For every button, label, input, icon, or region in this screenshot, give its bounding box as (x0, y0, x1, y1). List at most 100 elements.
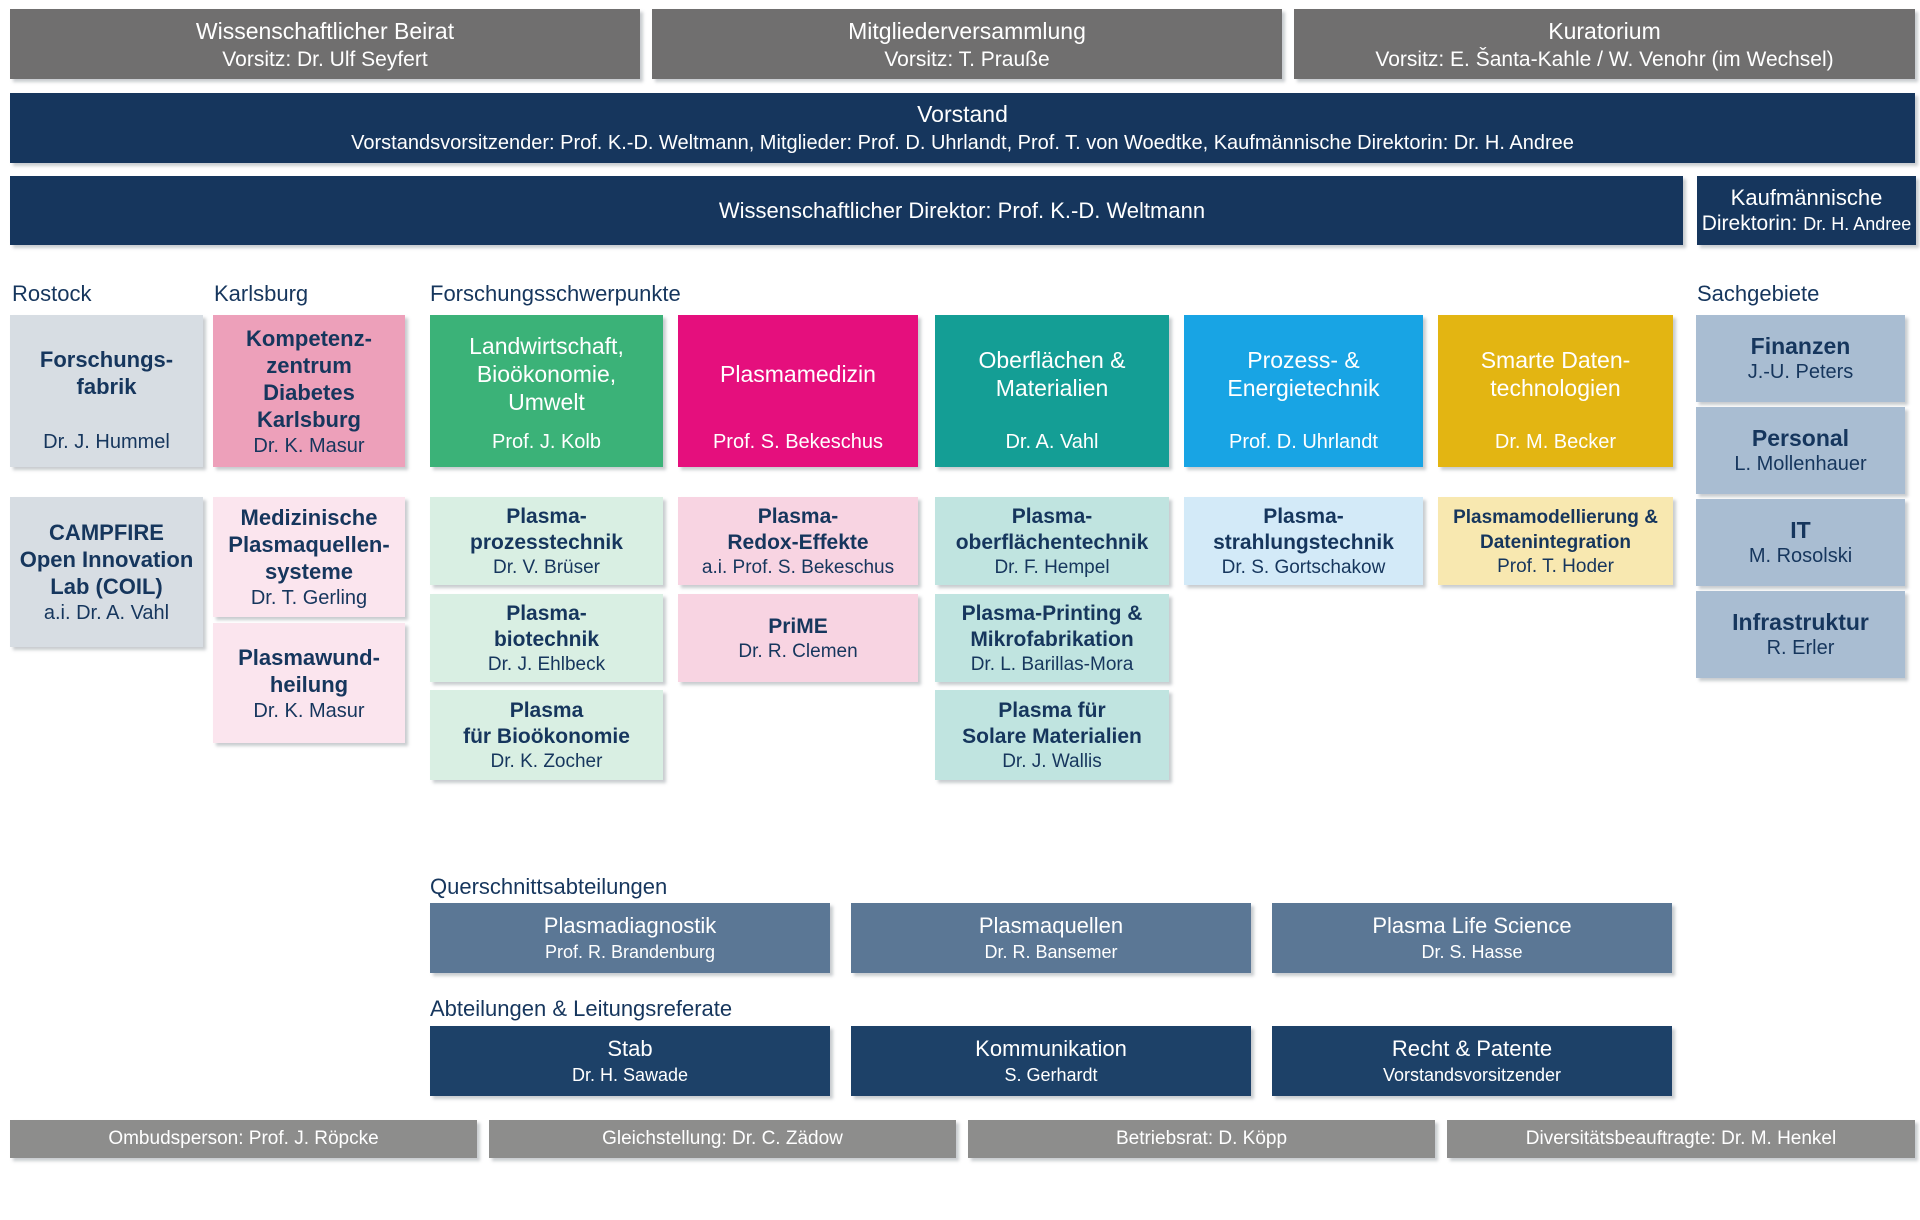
box-title: Mitgliederversammlung (848, 17, 1086, 44)
sachgebiet-personal: Personal L. Mollenhauer (1696, 407, 1905, 494)
kaufmaennische-direktorin-box: Kaufmännische Direktorin: Dr. H. Andree (1697, 176, 1916, 245)
box-title: Plasma- prozesstechnik (470, 504, 623, 554)
research-sub-plasmamodellierung-datenintegration: Plasmamodellierung & Datenintegration Pr… (1438, 497, 1673, 585)
research-sub-plasmastrahlungstechnik: Plasma- strahlungstechnik Dr. S. Gortsch… (1184, 497, 1423, 585)
box-title: Medizinische Plasmaquellen- systeme (228, 505, 390, 584)
research-sub-plasma-printing-mikrofabrikation: Plasma-Printing & Mikrofabrikation Dr. L… (935, 594, 1169, 682)
section-label-sachgebiete: Sachgebiete (1697, 281, 1820, 306)
research-head-plasmamedizin: Plasmamedizin Prof. S. Bekeschus (678, 315, 918, 467)
person-name: Dr. R. Clemen (738, 640, 858, 662)
box-title: Plasma- strahlungstechnik (1213, 504, 1394, 554)
box-title: CAMPFIRE Open Innovation Lab (COIL) (19, 520, 194, 599)
box-title: Plasma-Printing & Mikrofabrikation (961, 601, 1143, 651)
querschnitt-plasmaquellen: Plasmaquellen Dr. R. Bansemer (851, 903, 1251, 973)
box-subtitle: Vorsitz: Dr. Ulf Seyfert (222, 47, 428, 71)
footer-text: Betriebsrat: D. Köpp (1115, 1128, 1288, 1149)
section-label-forschungsschwerpunkte: Forschungsschwerpunkte (430, 281, 681, 306)
person-name: Dr. S. Gortschakow (1221, 556, 1386, 578)
sachgebiet-infrastruktur: Infrastruktur R. Erler (1696, 591, 1905, 678)
box-title: Kuratorium (1548, 17, 1661, 44)
box-title: Plasmadiagnostik (543, 913, 717, 938)
box-title: Kaufmännische (1730, 184, 1883, 210)
person-name: Prof. D. Uhrlandt (1229, 431, 1378, 453)
querschnitt-plasma-life-science: Plasma Life Science Dr. S. Hasse (1272, 903, 1672, 973)
box-title: Plasmamedizin (720, 360, 876, 387)
person-name: Dr. H. Sawade (571, 1065, 689, 1085)
abteilung-recht-patente: Recht & Patente Vorstandsvorsitzender (1272, 1026, 1672, 1096)
research-head-prozess-energietechnik: Prozess- & Energietechnik Prof. D. Uhrla… (1184, 315, 1423, 467)
box-title: Plasmawund- heilung (238, 644, 380, 697)
box-title: Plasmamodellierung & Datenintegration (1453, 506, 1658, 553)
box-subtitle: Direktorin: Dr. H. Andree (1702, 211, 1912, 237)
wissenschaftlicher-direktor-bar: Wissenschaftlicher Direktor: Prof. K.-D.… (10, 176, 1683, 245)
research-head-landwirtschaft: Landwirtschaft, Bioökonomie, Umwelt Prof… (430, 315, 663, 467)
person-name: Dr. J. Wallis (1002, 750, 1102, 772)
footer-text: Gleichstellung: Dr. C. Zädow (602, 1128, 843, 1149)
vorstand-bar: Vorstand Vorstandsvorsitzender: Prof. K.… (10, 93, 1915, 163)
box-title: Wissenschaftlicher Direktor: Prof. K.-D.… (718, 197, 1206, 223)
box-subtitle: Vorstandsvorsitzender: Prof. K.-D. Weltm… (351, 132, 1574, 154)
board-kuratorium: Kuratorium Vorsitz: E. Šanta-Kahle / W. … (1294, 9, 1915, 79)
footer-diversitaetsbeauftragte: Diversitätsbeauftragte: Dr. M. Henkel (1447, 1120, 1915, 1158)
box-subtitle: Vorsitz: E. Šanta-Kahle / W. Venohr (im … (1375, 47, 1834, 71)
sachgebiet-finanzen: Finanzen J.-U. Peters (1696, 315, 1905, 402)
footer-ombudsperson: Ombudsperson: Prof. J. Röpcke (10, 1120, 477, 1158)
board-wissenschaftlicher-beirat: Wissenschaftlicher Beirat Vorsitz: Dr. U… (10, 9, 640, 79)
person-name: Dr. J. Ehlbeck (487, 653, 606, 675)
section-label-abteilungen-leitungsreferate: Abteilungen & Leitungsreferate (430, 996, 733, 1021)
section-label-rostock: Rostock (12, 281, 92, 306)
box-title: Infrastruktur (1732, 609, 1869, 635)
research-sub-plasmabiotechnik: Plasma- biotechnik Dr. J. Ehlbeck (430, 594, 663, 682)
querschnitt-plasmadiagnostik: Plasmadiagnostik Prof. R. Brandenburg (430, 903, 830, 973)
box-title: Kommunikation (975, 1036, 1127, 1061)
footer-text: Ombudsperson: Prof. J. Röpcke (108, 1128, 379, 1149)
person-name: Prof. T. Hoder (1497, 555, 1614, 577)
box-title: Plasma- oberflächentechnik (955, 504, 1149, 554)
footer-text: Diversitätsbeauftragte: Dr. M. Henkel (1525, 1128, 1837, 1149)
person-name: Dr. A. Vahl (1005, 431, 1099, 453)
research-head-smarte-datentechnologien: Smarte Daten- technologien Dr. M. Becker (1438, 315, 1673, 467)
person-name: Dr. T. Gerling (250, 587, 368, 609)
box-title: Personal (1751, 425, 1850, 451)
person-name: Dr. K. Zocher (490, 750, 603, 772)
person-name: J.-U. Peters (1747, 361, 1854, 383)
research-sub-plasmaoberflaechentechnik: Plasma- oberflächentechnik Dr. F. Hempel (935, 497, 1169, 585)
person-name: Dr. K. Masur (253, 434, 365, 457)
box-title: Plasma- biotechnik (493, 601, 599, 651)
box-title: Kompetenz- zentrum Diabetes Karlsburg (246, 325, 372, 432)
role-label: Direktorin: (1701, 211, 1798, 235)
person-name: M. Rosolski (1748, 545, 1853, 567)
board-mitgliederversammlung: Mitgliederversammlung Vorsitz: T. Prauße (652, 9, 1282, 79)
box-title: Wissenschaftlicher Beirat (195, 17, 455, 44)
abteilung-stab: Stab Dr. H. Sawade (430, 1026, 830, 1096)
box-title: Plasmaquellen (978, 913, 1124, 938)
box-title: PriME (768, 614, 828, 638)
person-name: L. Mollenhauer (1734, 453, 1867, 475)
person-name: a.i. Dr. A. Vahl (43, 602, 170, 624)
person-name: Dr. K. Masur (253, 699, 365, 722)
research-sub-prime: PriME Dr. R. Clemen (678, 594, 918, 682)
box-title: Vorstand (917, 101, 1008, 127)
person-name: Dr. S. Hasse (1421, 942, 1523, 962)
box-title: Stab (607, 1036, 653, 1061)
person-name: Dr. M. Becker (1494, 431, 1617, 453)
person-name: a.i. Prof. S. Bekeschus (701, 556, 895, 578)
section-label-karlsburg: Karlsburg (214, 281, 309, 306)
research-head-oberflaechen-materialien: Oberflächen & Materialien Dr. A. Vahl (935, 315, 1169, 467)
person-name: Prof. S. Bekeschus (712, 431, 884, 453)
box-title: Smarte Daten- technologien (1480, 346, 1631, 401)
org-box-campfire-coil: CAMPFIRE Open Innovation Lab (COIL) a.i.… (10, 497, 203, 647)
box-title: Oberflächen & Materialien (978, 346, 1126, 401)
footer-betriebsrat: Betriebsrat: D. Köpp (968, 1120, 1435, 1158)
person-name: Dr. J. Hummel (43, 431, 170, 453)
org-box-forschungsfabrik: Forschungs- fabrik Dr. J. Hummel (10, 315, 203, 467)
box-title: Forschungs- fabrik (39, 347, 174, 399)
research-sub-plasma-solare-materialien: Plasma für Solare Materialien Dr. J. Wal… (935, 690, 1169, 780)
person-name: R. Erler (1766, 637, 1835, 659)
box-title: Prozess- & Energietechnik (1227, 346, 1380, 401)
person-name: Prof. J. Kolb (492, 431, 601, 453)
box-title: Finanzen (1750, 333, 1851, 359)
person-name: Dr. H. Andree (1803, 213, 1912, 234)
section-label-querschnittsabteilungen: Querschnittsabteilungen (430, 874, 668, 899)
